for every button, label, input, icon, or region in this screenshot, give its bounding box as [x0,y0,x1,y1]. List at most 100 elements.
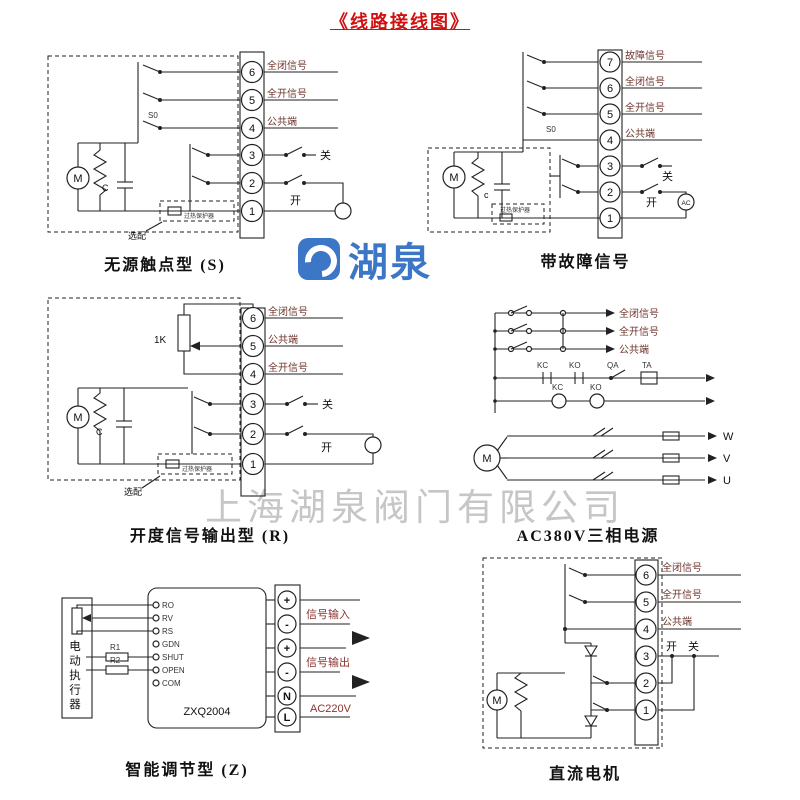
terminal-symbol: - [285,667,289,679]
terminal-strip: 7 6 5 4 3 2 1 [599,51,621,229]
coil-label: KO [590,383,602,392]
wiring [473,305,717,485]
motor-label: M [482,453,491,465]
signal-label: 公共端 [268,333,298,346]
thermal-protector-box [491,203,545,225]
contact-label: TA [642,361,652,370]
optional-label: 选配 [128,230,146,241]
diagram-three-phase: 全闭信号 全开信号 公共端 KC KO QA TA KC KO M W V U [473,305,734,487]
close-label: 关 [322,397,333,411]
diagram-fault-signal-type: 7 6 5 4 3 2 1 故障信号 全闭信号 全开信号 公共端 关 开 AC … [427,49,702,239]
signal-arrow [352,675,370,689]
terminal-number: 3 [607,161,613,173]
diagram-dc-motor: 6 5 4 3 2 1 全闭信号 全开信号 公共端 开 关 M [482,557,741,749]
terminal-strip: 6 5 4 3 2 1 [635,564,657,721]
signal-input-label: 信号输入 [306,607,350,621]
power-source-icon [334,202,352,220]
wiring [47,297,382,497]
resistor-label: R1 [110,643,121,652]
caption-fault-signal: 带故障信号 [540,254,631,271]
terminal-number: 5 [643,597,649,609]
caption-three-phase: AC380V三相电源 [516,528,660,545]
diagram-opening-signal-type: 6 5 4 3 2 1 全闭信号 公共端 全开信号 1K 关 开 C M 过热保… [47,297,382,497]
terminal-number: 3 [250,399,256,411]
signal-label: 全闭信号 [662,561,702,574]
phase-label: U [723,475,731,487]
terminal-strip: + - + - N L [277,590,297,727]
capacitor-label: C [102,183,109,193]
contact-label: KO [569,361,581,370]
terminal-number: 6 [607,83,613,95]
caption-passive-contact: 无源触点型 (S) [104,257,226,274]
signal-label: 全开信号 [267,87,307,100]
terminal-strip: 6 5 4 3 2 1 [241,306,265,476]
limit-switch-label: S0 [148,111,158,120]
ac220v-label: AC220V [310,703,352,715]
close-label: 关 [662,169,673,183]
wiring [482,557,741,749]
terminal-strip: 6 5 4 3 2 1 [240,60,264,223]
brand-watermark: 湖泉 [298,230,432,288]
terminal-symbol: L [284,712,291,724]
brand-logo-text: 湖泉 [348,241,432,285]
terminal-number: 1 [250,459,256,471]
pin-label: COM [162,679,181,688]
caption-dc-motor: 直流电机 [548,766,621,783]
company-watermark: 上海湖泉阀门有限公司 [205,488,625,529]
limit-switch-label: S0 [546,125,556,134]
terminal-number: 2 [607,187,613,199]
diagram-intelligent-type: RO RV RS GDN SHUT OPEN COM ZXQ2004 R1 R2… [61,584,370,733]
close-label: 关 [320,148,331,162]
open-label: 开 [290,195,301,207]
caption-opening-signal: 开度信号输出型 (R) [129,528,291,545]
terminal-symbol: - [285,619,289,631]
motor-label: M [492,695,501,707]
terminal-number: 4 [607,135,613,147]
ac-label: AC [681,200,690,207]
capacitor-label: c [484,190,489,200]
signal-label: 全闭信号 [619,307,659,320]
signal-label: 全闭信号 [267,59,307,72]
signal-label: 公共端 [662,615,692,628]
resistor-label: R2 [110,656,121,665]
terminal-number: 5 [250,341,256,353]
open-label: 开 [666,641,677,653]
signal-output-label: 信号输出 [306,655,350,669]
pin-label: SHUT [162,653,184,662]
motor-label: M [73,412,82,424]
optional-label: 选配 [124,486,142,497]
signal-label: 公共端 [625,127,655,140]
terminal-number: 6 [249,67,255,79]
terminal-number: 4 [643,624,649,636]
feedback-pot-icon [71,607,83,635]
capacitor-label: C [96,427,103,437]
signal-label: 故障信号 [625,49,665,62]
contact-label: KC [537,361,548,370]
potentiometer-icon [177,314,191,352]
page-title: 《线路接线图》 [330,12,470,32]
resistor-r2-icon [105,665,129,675]
power-source-icon [364,436,382,454]
phase-label: W [723,431,734,443]
brand-logo-icon [298,238,340,280]
signal-label: 公共端 [619,343,649,356]
coil-label: KC [552,383,563,392]
wiring [427,49,702,239]
motor-label: M [73,173,82,185]
wiring [61,584,370,733]
pin-label: RO [162,601,174,610]
signal-label: 全开信号 [625,101,665,114]
module-model-label: ZXQ2004 [183,706,230,718]
diode-icon [584,715,598,728]
contact-label: QA [607,361,619,370]
signal-label: 全闭信号 [268,305,308,318]
terminal-number: 4 [250,369,256,381]
phase-label: V [723,453,731,465]
actuator-label: 电动执行器 [68,640,80,713]
potentiometer-label: 1K [154,335,167,346]
controller-module [147,587,267,729]
motor-label: M [449,172,458,184]
terminal-number: 3 [249,150,255,162]
terminal-number: 5 [607,109,613,121]
